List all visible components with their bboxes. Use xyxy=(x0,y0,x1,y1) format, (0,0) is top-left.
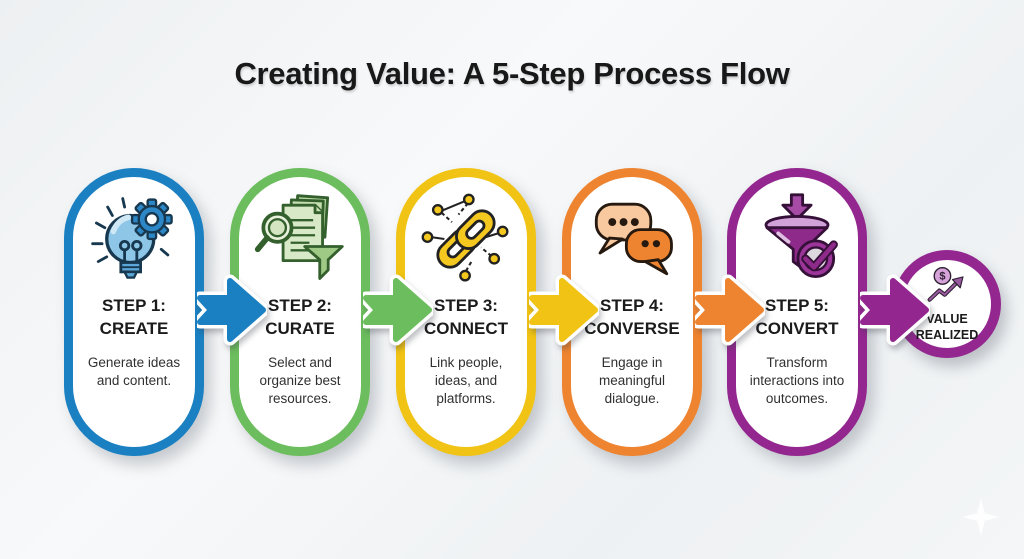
step-description: Engage in meaningful dialogue. xyxy=(598,354,666,406)
step-description: Select and organize best resources. xyxy=(259,354,341,406)
step-description: Link people, ideas, and platforms. xyxy=(429,354,503,406)
step-heading: STEP 5: CONVERT xyxy=(755,296,839,339)
step-description: Generate ideas and content. xyxy=(87,354,181,388)
page-title: Creating Value: A 5-Step Process Flow xyxy=(234,56,790,91)
documents-magnifier-funnel-icon xyxy=(253,190,347,288)
sparkle-icon xyxy=(962,498,1000,536)
result-label: VALUE REALIZED xyxy=(915,312,979,342)
step-card-create: STEP 1: CREATE Generate ideas and conten… xyxy=(64,168,204,456)
speech-bubbles-icon xyxy=(585,190,679,288)
step-heading: STEP 4: CONVERSE xyxy=(584,296,680,339)
dollar-coin-growth-arrow-icon: $ xyxy=(924,265,970,312)
lightbulb-gear-icon xyxy=(87,190,181,288)
flow-arrow-icon xyxy=(856,273,933,347)
step-heading: STEP 2: CURATE xyxy=(265,296,335,339)
flow-arrow-icon xyxy=(691,273,768,347)
step-description: Transform interactions into outcomes. xyxy=(749,354,845,406)
value-realized-badge: $ VALUE REALIZED xyxy=(893,250,1001,358)
svg-text:$: $ xyxy=(939,271,945,283)
flow-arrow-icon xyxy=(193,273,270,347)
step-card-curate: STEP 2: CURATE Select and organize best … xyxy=(230,168,370,456)
step-heading: STEP 1: CREATE xyxy=(99,296,169,339)
flow-arrow-icon xyxy=(525,273,602,347)
funnel-checkmark-icon xyxy=(750,190,844,288)
chain-link-network-icon xyxy=(419,190,513,288)
flow-arrow-icon xyxy=(359,273,436,347)
step-heading: STEP 3: CONNECT xyxy=(423,296,509,339)
